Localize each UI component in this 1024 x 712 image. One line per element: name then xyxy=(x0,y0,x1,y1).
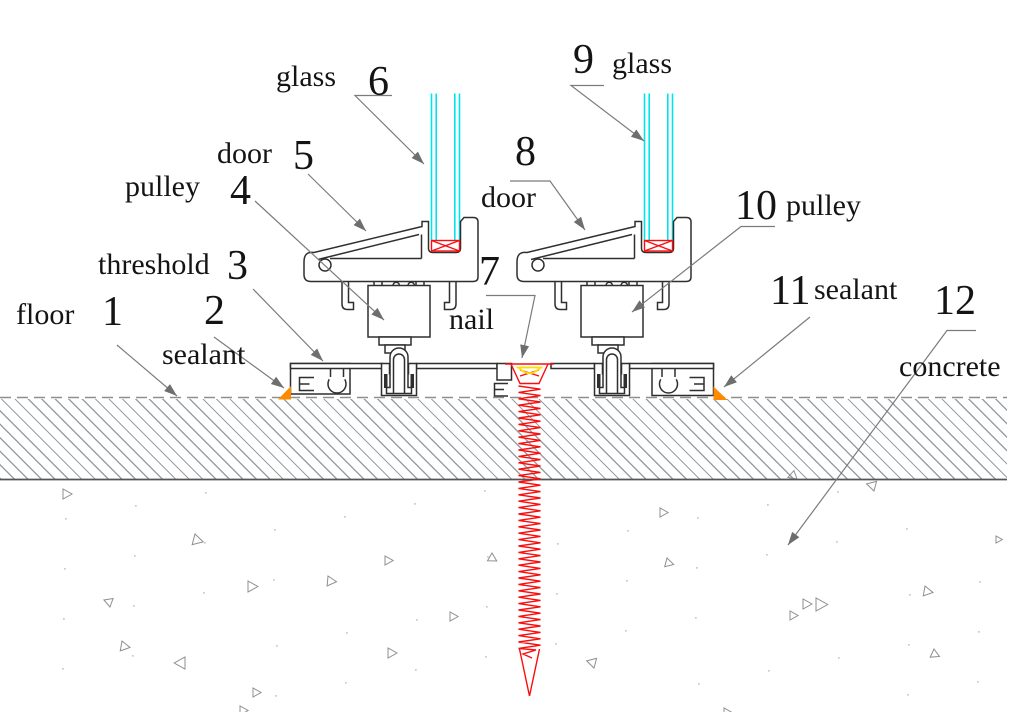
callout-door8-number: 8 xyxy=(515,129,536,175)
sealant-fillet-left xyxy=(278,386,291,400)
roller-wheel xyxy=(385,347,413,395)
hanger-brackets xyxy=(341,281,457,311)
callout-pulley10-label: pulley xyxy=(786,189,861,222)
glazing-setting-block xyxy=(430,239,461,252)
callout-nail-number: 7 xyxy=(479,249,500,295)
callout-concrete-label: concrete xyxy=(899,350,1001,383)
callout-threshold-label: threshold xyxy=(98,248,210,281)
sealant-fillet-right xyxy=(713,386,728,400)
callout-concrete-number: 12 xyxy=(934,278,976,324)
callout-glass9-label: glass xyxy=(612,47,672,80)
screw-head xyxy=(505,363,554,385)
callout-glass6-number: 6 xyxy=(368,59,389,105)
callout-threshold-number: 3 xyxy=(227,243,248,289)
door-pulley-assembly-right xyxy=(516,92,692,395)
floor-hatch-band xyxy=(0,399,1007,479)
housing-bolt-bumps xyxy=(392,281,416,286)
callout-door5-label: door xyxy=(217,137,272,170)
glass-panes xyxy=(430,93,461,240)
threshold-track xyxy=(278,362,728,400)
door-inner-wall-lines xyxy=(317,233,423,261)
screw-boss-slot-center xyxy=(493,382,508,397)
callout-floor-label: floor xyxy=(16,298,75,331)
door-pulley-assembly xyxy=(303,93,479,395)
callout-sealant11-label: sealant xyxy=(814,273,898,306)
threshold-center-step xyxy=(496,362,513,381)
callout-pulley4-label: pulley xyxy=(125,170,200,203)
callout-glass6-label: glass xyxy=(276,60,336,93)
concrete-area xyxy=(62,469,1004,712)
callout-glass9-number: 9 xyxy=(573,37,594,83)
screw-tip xyxy=(518,648,541,697)
callout-sealant2-label: sealant xyxy=(162,338,246,371)
wheel-fork-upper xyxy=(378,336,412,346)
callout-sealant11-number: 11 xyxy=(770,268,811,314)
housing-tabs xyxy=(373,281,425,286)
callout-door5-number: 5 xyxy=(293,133,314,179)
callout-pulley10-number: 10 xyxy=(735,183,777,229)
screw-boss-slot-right xyxy=(689,376,705,392)
callout-door8-label: door xyxy=(481,181,536,214)
screw-thread xyxy=(518,385,541,659)
door-stile-profile xyxy=(303,216,479,283)
gasket-slot-left xyxy=(327,368,347,394)
callout-pulley4-number: 4 xyxy=(230,168,251,214)
callout-nail-label: nail xyxy=(449,303,494,336)
screw-boss-slot-left xyxy=(298,376,314,392)
callout-sealant2-number: 2 xyxy=(204,288,225,334)
gasket-slot-right xyxy=(658,368,679,394)
roller-wheel-inner xyxy=(392,353,406,394)
callout-floor-number: 1 xyxy=(102,289,123,335)
anchor-screw xyxy=(505,363,554,697)
screw-head-highlight xyxy=(516,366,543,375)
leader-lines xyxy=(116,84,976,546)
